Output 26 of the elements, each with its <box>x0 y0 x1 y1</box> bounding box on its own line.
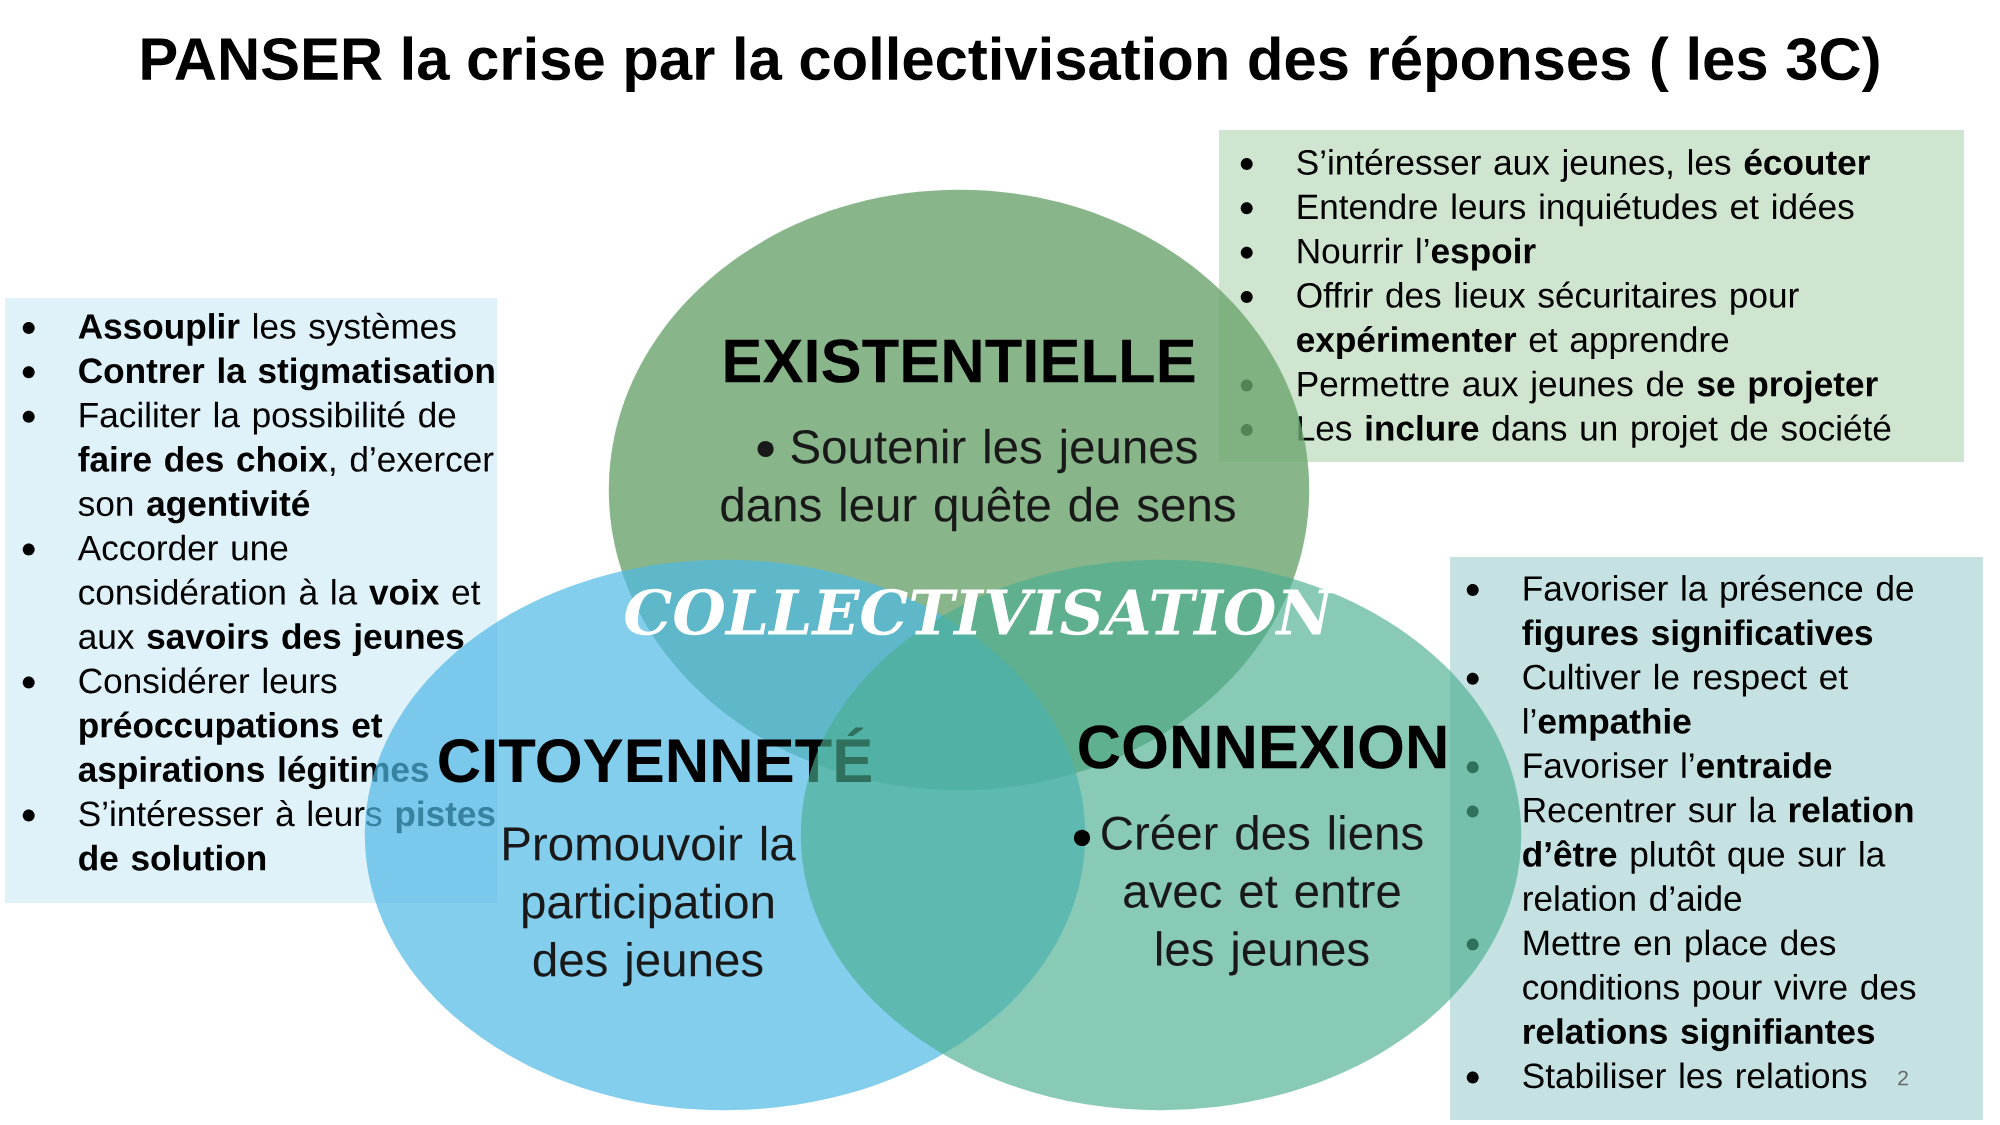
page-number: 2 <box>1898 1070 1908 1086</box>
circle-heading: CONNEXION <box>1079 725 1446 769</box>
list-item: Favoriser l’entraide <box>1524 752 1832 779</box>
list-item: Faciliter la possibilité de faire des choix, d’exercer son agentivité <box>78 401 494 524</box>
overlap-label: COLLECTIVISATION <box>625 588 1335 636</box>
list-item: Stabiliser les relations <box>1523 1062 1867 1089</box>
circle-text: Soutenir les jeunes dans leur quête de sens <box>721 428 1235 532</box>
list-item: Recentrer sur la relation d’être plutôt que sur la relation d’aide <box>1523 796 1913 912</box>
list-item: S’intéresser à leurs pistes de solution <box>79 800 495 871</box>
list-item: Nourrir l’espoir <box>1298 237 1536 271</box>
list-item: Favoriser la présence de figures significatives <box>1522 574 1913 653</box>
list-item: Assouplir les systèmes <box>78 312 456 346</box>
text-panel <box>1219 130 1965 462</box>
list-item: S’intéresser aux jeunes, les écouter <box>1297 148 1870 182</box>
list-item: Contrer la stigmatisation <box>79 357 494 391</box>
list-item: Permettre aux jeunes de se projeter <box>1298 370 1878 404</box>
slide-title: PANSER la crise par la collectivisation des réponses ( les 3C) <box>142 35 1879 93</box>
text-panel <box>1450 557 1984 1120</box>
circle-heading: CITOYENNETÉ <box>439 727 871 783</box>
circle-text: Créer des liens avec et entre les jeunes <box>1102 814 1423 976</box>
circle-heading: EXISTENTIELLE <box>725 339 1195 383</box>
circle-text: Promouvoir la participation des jeunes <box>504 825 796 987</box>
list-item: Mettre en place des conditions pour vivre des relations signifiantes <box>1523 929 1916 1052</box>
list-item: Accorder une considération à la voix et aux savoirs des jeunes <box>77 534 481 657</box>
list-item: Entendre leurs inquiétudes et idées <box>1298 193 1854 227</box>
list-item: Les inclure dans un projet de société <box>1298 414 1891 448</box>
